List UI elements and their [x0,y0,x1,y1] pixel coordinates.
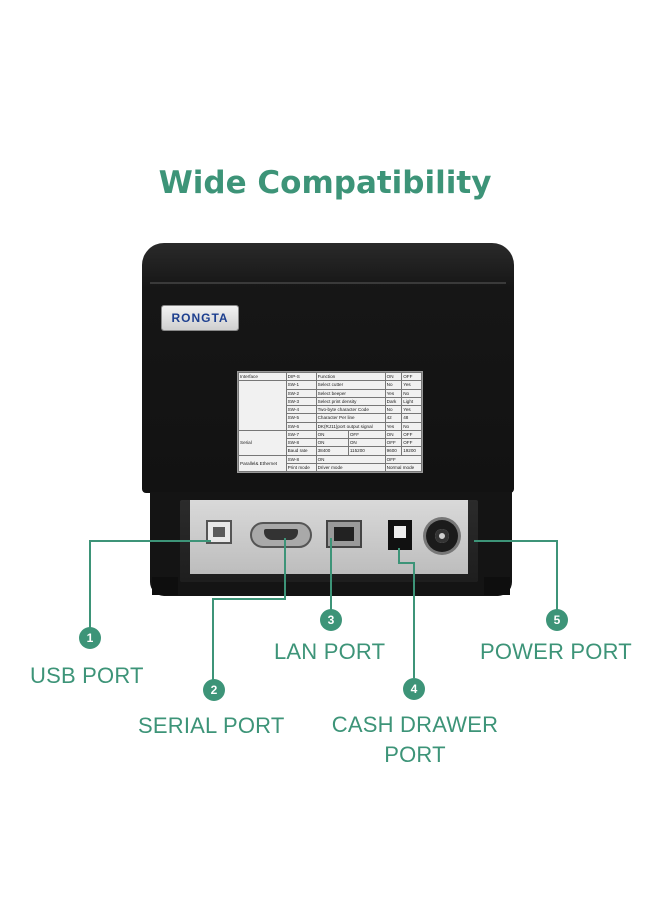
dip-cell: Light [401,396,422,407]
cash-drawer-label-line-2: PORT [384,742,446,767]
dip-cell: DIP-S [285,371,317,382]
dip-cell: ON [384,371,403,382]
dip-cell: Yes [401,380,422,390]
dip-cell: Interface [238,371,287,382]
port-number-badge: 1 [79,627,101,649]
dip-cell: OFF [347,429,386,440]
dip-cell: SW-2 [285,388,317,398]
dip-cell: No [401,421,422,431]
dip-cell: OFF [384,437,403,448]
port-number-badge: 4 [403,678,425,700]
lid-edge [150,282,506,284]
dip-cell: Yes [384,421,403,431]
usb-port-label: USB PORT [30,663,144,688]
dip-cell: Parallel& Ethernet [238,454,287,472]
cash-drawer-port-label: CASH DRAWER PORT [320,712,510,768]
printer-foot-left [152,577,178,595]
dip-cell: Character Per line [315,413,386,423]
dip-cell: SW-7 [285,429,317,440]
cash-drawer-label-line-1: CASH DRAWER [331,712,499,737]
dip-cell: Yes [401,404,422,415]
leader-line-cash-drawer [398,562,415,564]
dip-switch-table: Interface DIP-S Function ON OFF SW-1 Sel… [238,371,423,473]
dip-cell: Baud rate [285,446,317,456]
leader-line-lan [330,538,332,610]
dip-cell: Select beeper [315,388,386,398]
dip-cell: SW-8 [285,454,317,464]
leader-line-usb [89,540,211,542]
leader-line-serial [212,598,214,680]
power-port [426,520,458,552]
dip-cell: Select cutter [315,380,386,390]
port-number-badge: 3 [320,609,342,631]
dip-cell: Function [315,371,386,382]
dip-cell: 38400 [315,446,349,456]
dip-cell: 48 [401,413,422,423]
dip-cell: SW-3 [285,396,317,407]
dip-cell: Yes [384,388,403,398]
dip-cell: 9600 [384,446,403,456]
printer-foot-right [484,577,510,595]
lan-port [326,520,362,548]
port-number-badge: 5 [546,609,568,631]
dip-cell: No [384,380,403,390]
dip-cell: DK(RJ11)port output signal [315,421,386,431]
leader-line-usb [89,540,91,628]
leader-line-serial [212,598,286,600]
dip-cell: Print mode [285,462,317,473]
dip-cell: ON [384,429,403,440]
leader-line-cash-drawer [398,548,400,564]
dip-cell: Two-byte character Code [315,404,386,415]
dip-cell: OFF [384,454,423,464]
port-number-badge: 2 [203,679,225,701]
dip-cell: SW-6 [285,421,317,431]
leader-line-serial [284,538,286,600]
page-title: Wide Compatibility [158,165,492,201]
dip-cell: Driver mode [315,462,386,473]
leader-line-power [474,540,558,542]
lan-port-label: LAN PORT [274,639,386,664]
dip-switch-label: Interface DIP-S Function ON OFF SW-1 Sel… [238,371,423,473]
dip-cell: SW-4 [285,404,317,415]
dip-cell: 19200 [401,446,422,456]
dip-cell [238,380,287,431]
dip-cell: ON [315,454,386,464]
serial-port-label: SERIAL PORT [138,713,285,738]
brand-plate: RONGTA [162,306,238,330]
dip-cell: Select print density [315,396,386,407]
dip-cell: Dark [384,396,403,407]
power-port-label: POWER PORT [480,639,632,664]
dip-cell: OFF [401,429,422,440]
dip-cell: OFF [401,437,422,448]
cash-drawer-port [388,520,412,550]
dip-cell: ON [347,437,386,448]
dip-cell: 115200 [347,446,386,456]
dip-cell: No [384,404,403,415]
leader-line-power [556,540,558,610]
dip-cell: 42 [384,413,403,423]
dip-cell: SW-1 [285,380,317,390]
serial-port [250,522,312,548]
dip-cell: No [401,388,422,398]
dip-cell: ON [315,437,349,448]
dip-cell: Serial [238,429,287,456]
leader-line-cash-drawer [413,562,415,678]
dip-cell: ON [315,429,349,440]
dip-cell: SW-8 [285,437,317,448]
dip-cell: Normal mode [384,462,423,473]
dip-cell: OFF [401,371,422,382]
dip-cell: SW-5 [285,413,317,423]
